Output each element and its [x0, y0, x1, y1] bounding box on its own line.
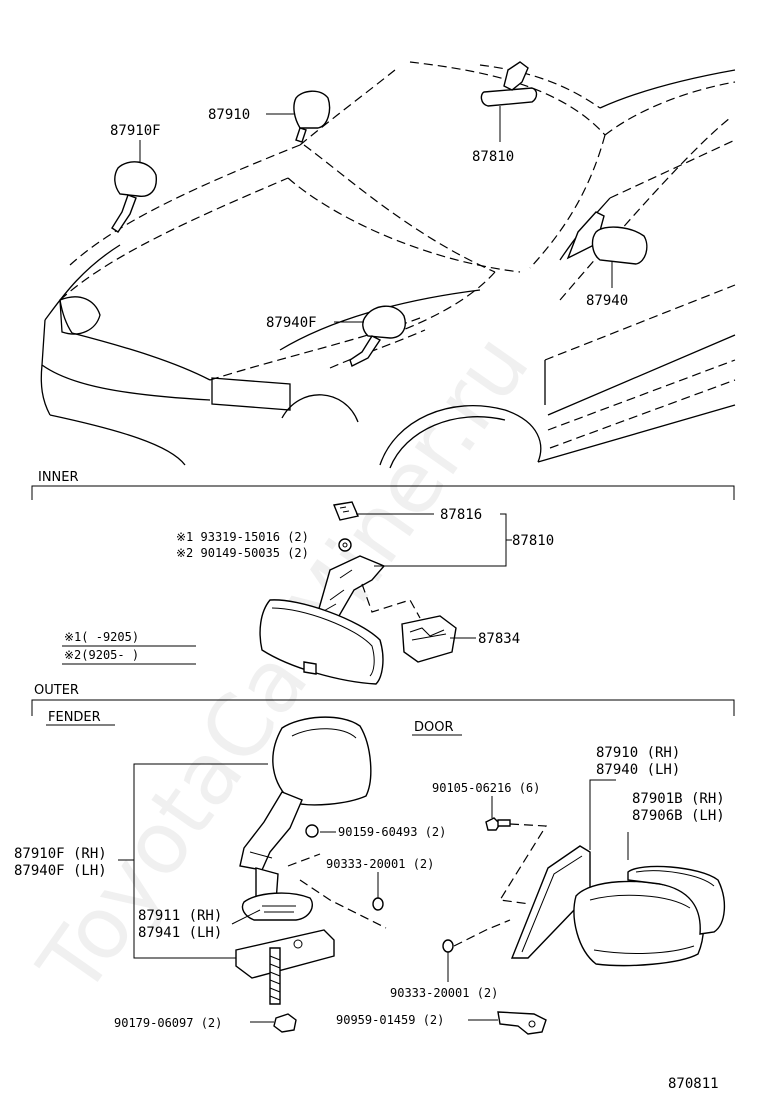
- door-leaders: [447, 779, 629, 1021]
- section-inner: INNER: [38, 470, 79, 485]
- overview-leaders: [139, 113, 613, 323]
- inner-mirror-assembly: [259, 501, 457, 685]
- door-mirror-assembly: [442, 817, 725, 1035]
- overview-fender-mirror-top: [293, 90, 331, 143]
- label-door-mirror-lh: 87940 (LH): [596, 762, 680, 778]
- fender-leaders: [118, 763, 379, 1023]
- label-fender-base-lh: 87941 (LH): [138, 925, 222, 941]
- label-screw-1: ※1 93319-15016 (2): [176, 530, 309, 544]
- label-87910f: 87910F: [110, 123, 161, 139]
- label-inner-87810: 87810: [512, 533, 554, 549]
- label-87810: 87810: [472, 149, 514, 165]
- label-fender-screw: 90159-60493 (2): [338, 825, 446, 839]
- label-fender-cap: 90333-20001 (2): [326, 857, 434, 871]
- note-1: ※1( -9205): [64, 630, 139, 644]
- outer-bracket: [31, 699, 735, 716]
- section-outer: OUTER: [34, 683, 79, 698]
- label-fender-base-rh: 87911 (RH): [138, 908, 222, 924]
- car-outline: [40, 69, 736, 469]
- label-87940f: 87940F: [266, 315, 317, 331]
- section-fender: FENDER: [48, 710, 101, 725]
- car-dashed-lines: [59, 61, 736, 449]
- inner-bracket: [31, 485, 735, 500]
- label-87816: 87816: [440, 507, 482, 523]
- label-fender-mirror-lh: 87940F (LH): [14, 863, 107, 879]
- label-door-mirror-rh: 87910 (RH): [596, 745, 680, 761]
- label-fender-mirror-rh: 87910F (RH): [14, 846, 107, 862]
- overview-fender-mirror-lh: [349, 305, 406, 367]
- note-2: ※2(9205- ): [64, 648, 139, 662]
- section-door: DOOR: [414, 720, 454, 735]
- label-fender-bolt: 90179-06097 (2): [114, 1016, 222, 1030]
- label-door-bolt: 90105-06216 (6): [432, 781, 540, 795]
- overview-inner-mirror: [480, 61, 538, 116]
- fender-mirror-assembly: [235, 716, 387, 1033]
- label-door-cap: 90333-20001 (2): [390, 986, 498, 1000]
- label-87940: 87940: [586, 293, 628, 309]
- overview-door-mirror: [566, 211, 648, 265]
- label-door-glass-rh: 87901B (RH): [632, 791, 725, 807]
- label-door-glass-lh: 87906B (LH): [632, 808, 725, 824]
- label-screw-2: ※2 90149-50035 (2): [176, 546, 309, 560]
- overview-fender-mirror-rh: [111, 161, 157, 233]
- figure-number: 870811: [668, 1076, 719, 1092]
- inner-leaders: [356, 513, 512, 639]
- label-door-clip: 90959-01459 (2): [336, 1013, 444, 1027]
- label-87834: 87834: [478, 631, 520, 647]
- label-87910: 87910: [208, 107, 250, 123]
